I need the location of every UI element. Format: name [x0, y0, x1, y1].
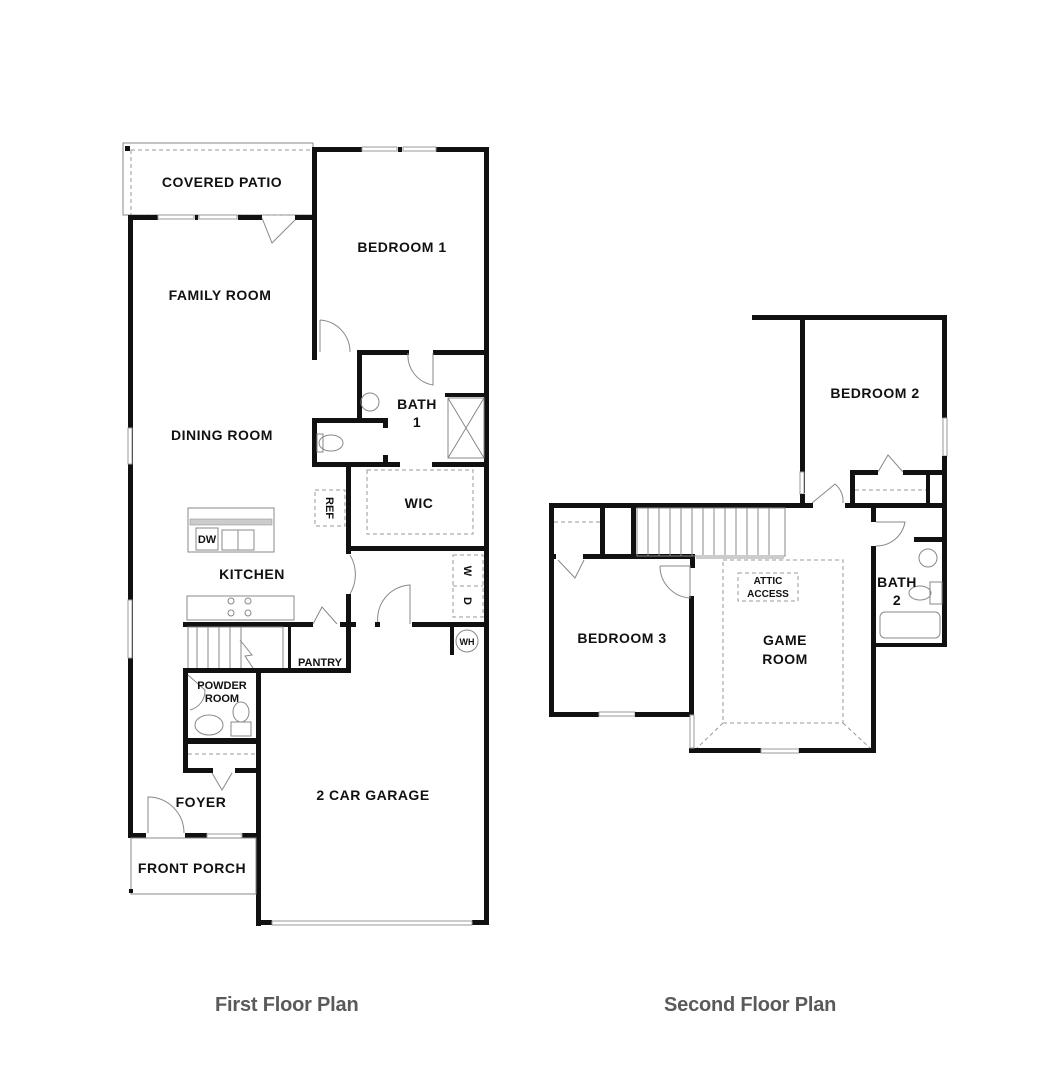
label-water-heater: WH: [460, 637, 475, 647]
label-game-room-line2: ROOM: [762, 651, 808, 667]
label-bedroom-2: BEDROOM 2: [830, 385, 919, 401]
label-game-room-line1: GAME: [763, 632, 807, 648]
label-bath-1-line1: BATH: [397, 396, 437, 412]
label-attic-line1: ATTIC: [754, 576, 783, 587]
label-bedroom-3: BEDROOM 3: [577, 630, 666, 646]
label-bedroom-1: BEDROOM 1: [357, 239, 446, 255]
label-dishwasher: DW: [198, 534, 217, 546]
label-covered-patio: COVERED PATIO: [162, 174, 282, 190]
label-front-porch: FRONT PORCH: [138, 860, 246, 876]
label-wic: WIC: [405, 495, 434, 511]
label-dryer: D: [461, 597, 473, 605]
label-refrigerator: REF: [323, 497, 335, 519]
label-powder-room-line1: POWDER: [197, 680, 247, 692]
label-bath-2-line2: 2: [893, 592, 901, 608]
label-washer: W: [461, 566, 473, 577]
second-floor-plan: [549, 315, 948, 754]
label-foyer: FOYER: [176, 794, 227, 810]
first-floor-plan: [122, 142, 489, 926]
label-powder-room-line2: ROOM: [205, 693, 239, 705]
label-pantry: PANTRY: [298, 657, 343, 669]
label-bath-2-line1: BATH: [877, 574, 917, 590]
label-garage: 2 CAR GARAGE: [316, 787, 429, 803]
label-kitchen: KITCHEN: [219, 566, 285, 582]
label-family-room: FAMILY ROOM: [169, 287, 272, 303]
label-dining-room: DINING ROOM: [171, 427, 273, 443]
second-floor-caption: Second Floor Plan: [664, 994, 837, 1016]
label-attic-line2: ACCESS: [747, 589, 789, 600]
label-bath-1-line2: 1: [413, 414, 421, 430]
first-floor-caption: First Floor Plan: [215, 994, 359, 1016]
